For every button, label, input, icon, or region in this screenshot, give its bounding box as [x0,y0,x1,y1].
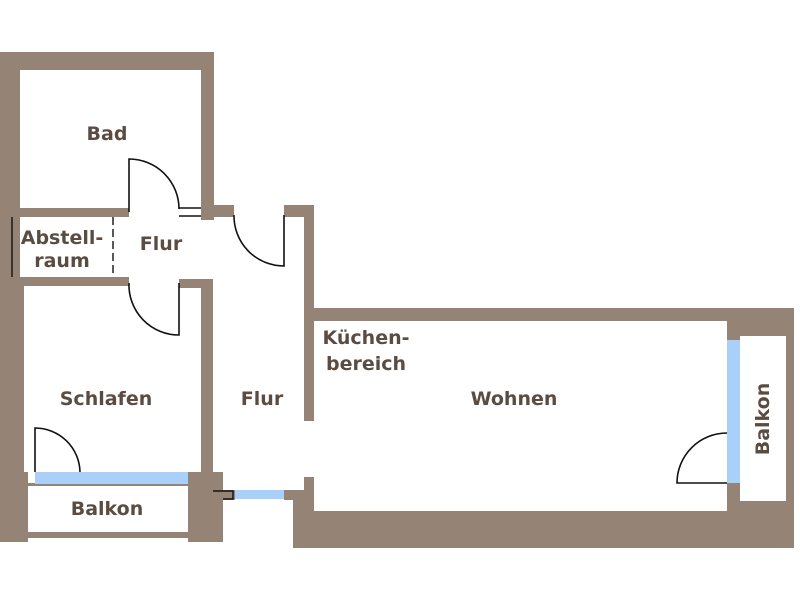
wall-schlafen-left [12,279,24,474]
door-balkon-right [676,432,728,484]
wall-top-bad [0,52,214,70]
wall-stub-bad-door [201,205,234,217]
window-flur-frame [213,490,234,500]
window-wohnen [727,340,740,483]
wall-wohnen-bottom-left [293,490,314,548]
door-bad [128,158,180,212]
label-wohnen: Wohnen [471,388,558,410]
wall-schlafen-top-right [179,279,213,288]
label-kueche-1: Küchen- [322,327,409,349]
door-balkon-left [34,427,81,473]
label-abstellraum-2: raum [34,250,90,272]
label-schlafen: Schlafen [60,388,153,410]
wall-wohnen-right-pillar [727,308,740,340]
window-flur [235,490,284,499]
label-balkon-right: Balkon [752,383,774,456]
room-labels: Bad Abstell- raum Flur Schlafen Balkon F… [21,123,774,520]
wall-bad-bottom [12,208,129,217]
door-entrance [233,214,285,267]
wall-wohnen-bottom [293,511,794,548]
wall-balkon-right-bottom [727,501,794,513]
label-bad: Bad [87,123,128,145]
wall-schlafen-right [201,279,213,474]
wall-balkon-right-outer [786,336,794,511]
window-schlafen [35,472,188,484]
wall-schlafen-top [12,277,129,286]
label-kueche-2: bereich [326,353,406,375]
wall-balkon-left-pillar-r [188,472,223,542]
wall-wohnen-top [304,308,794,321]
wall-balkon-left-top [28,483,188,486]
windows [35,340,740,499]
wall-bad-right [201,52,214,220]
wall-corridor-bottom-left [213,490,235,500]
abstellraum-outline [11,217,114,277]
walls [0,52,794,548]
label-balkon-left: Balkon [71,498,144,520]
door-schlafen [128,282,180,336]
label-flur-lower: Flur [241,388,284,410]
doors [34,158,728,500]
label-abstellraum-1: Abstell- [21,227,104,249]
wall-balkon-left-pillar-l [0,472,28,542]
label-flur-upper: Flur [140,233,183,255]
wall-balkon-left-bottom [28,532,188,538]
